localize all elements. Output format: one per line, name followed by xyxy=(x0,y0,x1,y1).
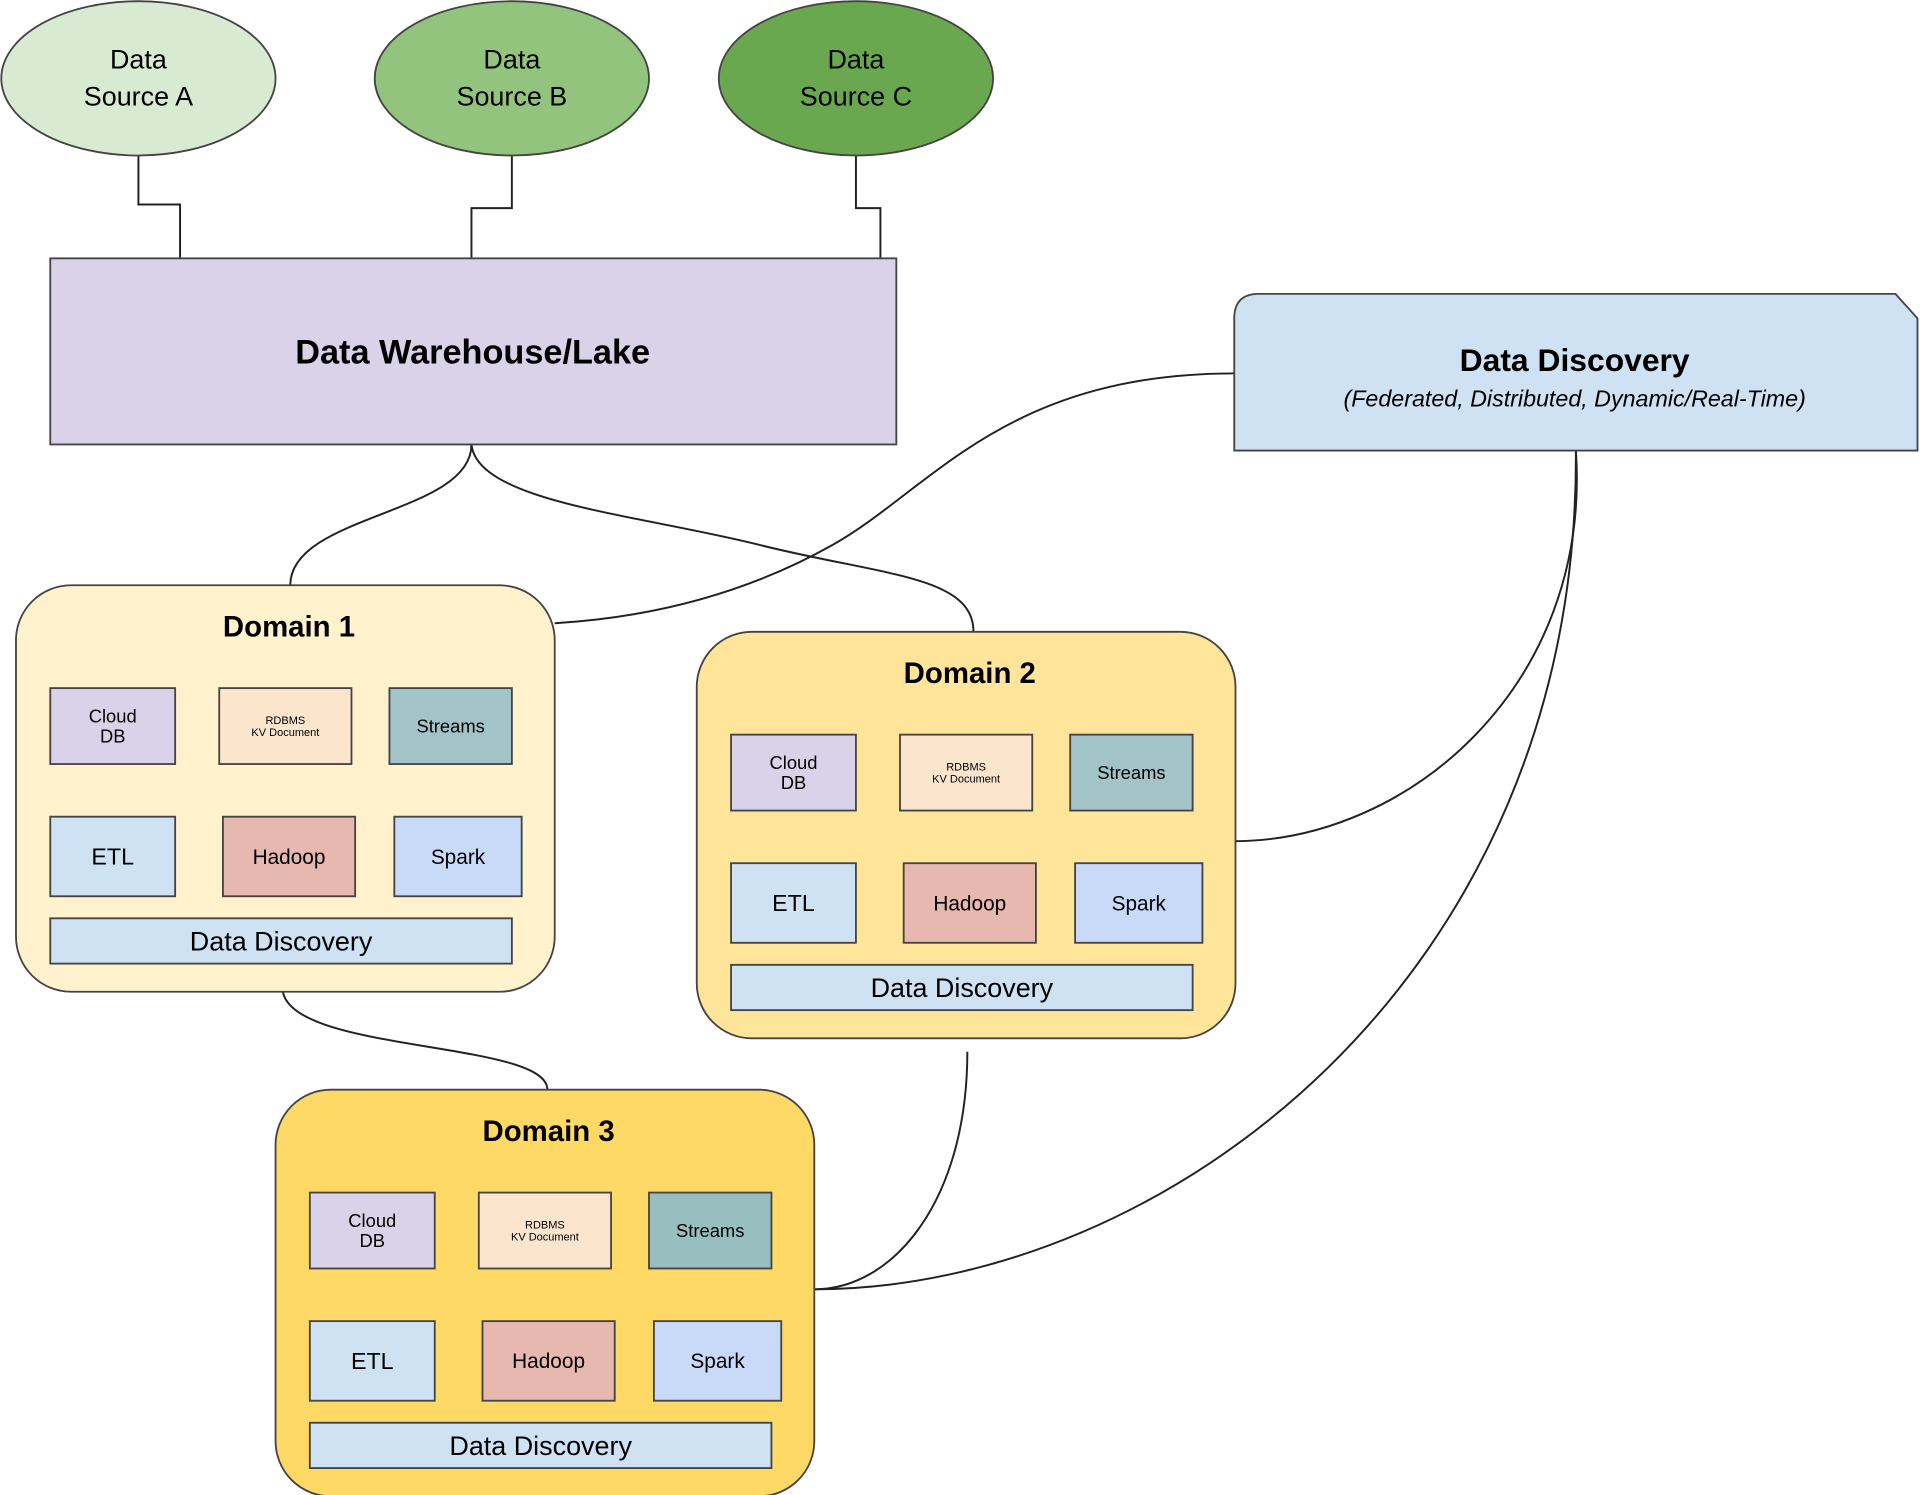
source-label-line1: Data xyxy=(483,45,540,75)
source-label-line2: Source C xyxy=(800,81,912,111)
connector-domain1-domain3 xyxy=(281,991,549,1090)
tile-label-line2: DB xyxy=(781,772,807,793)
tile-label-line2: DB xyxy=(360,1230,386,1251)
source-label-line1: Data xyxy=(827,45,884,75)
tile-label: Streams xyxy=(1097,762,1165,783)
tile-label: Hadoop xyxy=(933,892,1006,915)
tile-label-line1: Cloud xyxy=(769,752,817,773)
tile-label: Streams xyxy=(416,716,484,737)
data-discovery-bar: Data Discovery xyxy=(49,917,513,965)
tile-label: ETL xyxy=(772,890,815,916)
tile-label: Spark xyxy=(690,1350,745,1373)
tile-label: ETL xyxy=(351,1348,394,1374)
streams-tile: Streams xyxy=(1069,733,1194,812)
connector-source-c-warehouse xyxy=(854,155,882,259)
connector-source-b-warehouse xyxy=(470,155,513,259)
data-discovery-bar: Data Discovery xyxy=(730,963,1194,1012)
tile-label: Data Discovery xyxy=(449,1431,632,1461)
connector-domain2-domain3 xyxy=(814,1051,969,1291)
domain-title: Domain 2 xyxy=(904,657,1036,690)
tile-label: Spark xyxy=(1112,892,1167,915)
tile-label-line2: KV Document xyxy=(251,727,319,739)
discovery-subtitle: (Federated, Distributed, Dynamic/Real-Ti… xyxy=(1343,386,1805,412)
spark-tile: Spark xyxy=(1074,862,1204,944)
data-warehouse-lake: Data Warehouse/Lake xyxy=(49,257,898,446)
data-discovery-bar: Data Discovery xyxy=(308,1421,773,1469)
tile-label-line1: RDBMS xyxy=(265,715,305,727)
spark-tile: Spark xyxy=(393,815,523,898)
streams-tile: Streams xyxy=(388,687,513,765)
domain-title: Domain 1 xyxy=(223,611,355,644)
etl-tile: ETL xyxy=(308,1320,436,1402)
tile-label: Streams xyxy=(676,1220,744,1241)
data-discovery-global: Data Discovery (Federated, Distributed, … xyxy=(1233,292,1919,452)
connector-warehouse-domain2 xyxy=(470,444,975,632)
connector-warehouse-domain1 xyxy=(289,444,473,586)
source-label-line1: Data xyxy=(110,45,167,75)
source-label-line2: Source B xyxy=(456,81,567,111)
tile-label-line2: KV Document xyxy=(932,774,1000,786)
spark-tile: Spark xyxy=(652,1320,783,1402)
tile-label-line1: Cloud xyxy=(89,705,137,726)
hadoop-tile: Hadoop xyxy=(481,1320,616,1402)
etl-tile: ETL xyxy=(49,815,177,898)
tile-label: Hadoop xyxy=(253,846,326,869)
tile-label-line1: RDBMS xyxy=(525,1219,565,1231)
tile-label-line1: Cloud xyxy=(348,1210,396,1231)
connector-discovery-domain1 xyxy=(554,372,1235,625)
connectors xyxy=(137,155,1578,1291)
warehouse-label: Data Warehouse/Lake xyxy=(295,334,650,372)
tile-label: Spark xyxy=(431,846,486,869)
discovery-title: Data Discovery xyxy=(1460,342,1690,378)
tile-label-line2: DB xyxy=(100,726,126,747)
etl-tile: ETL xyxy=(730,862,857,944)
tile-label: ETL xyxy=(91,844,134,870)
tile-label: Data Discovery xyxy=(871,973,1054,1003)
connector-discovery-domain2 xyxy=(1234,450,1578,843)
tile-label: Data Discovery xyxy=(190,926,373,956)
domain-title: Domain 3 xyxy=(482,1115,614,1148)
hadoop-tile: Hadoop xyxy=(221,815,357,898)
tile-label: Hadoop xyxy=(512,1350,585,1373)
streams-tile: Streams xyxy=(648,1191,773,1270)
tile-label-line2: KV Document xyxy=(511,1231,579,1243)
connector-source-a-warehouse xyxy=(137,155,182,259)
hadoop-tile: Hadoop xyxy=(902,862,1037,944)
tile-label-line1: RDBMS xyxy=(946,761,986,773)
source-label-line2: Source A xyxy=(84,81,193,111)
connector-discovery-domain3 xyxy=(814,450,1577,1291)
